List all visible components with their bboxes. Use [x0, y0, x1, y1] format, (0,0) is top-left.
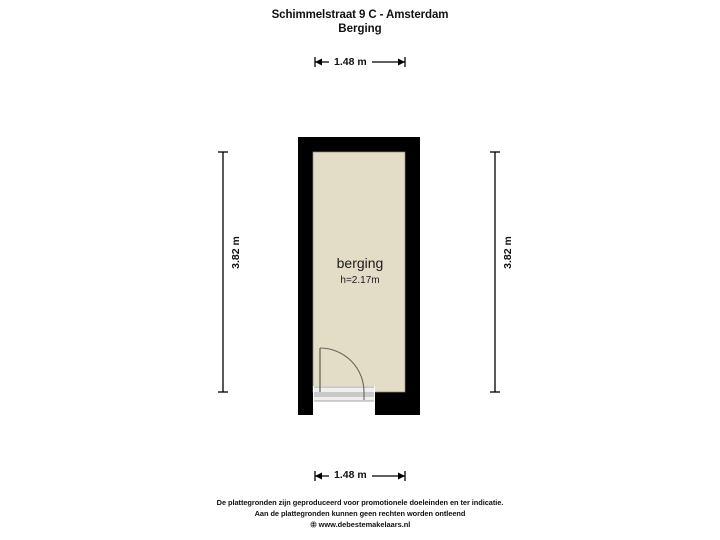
dimension-arrow-top-right	[398, 58, 405, 66]
dimension-arrow-top-left	[315, 58, 322, 66]
door-threshold-band-upper	[314, 387, 374, 392]
room-berging-floor	[312, 151, 406, 393]
door-threshold-band-mid	[314, 392, 374, 397]
dimension-label-left: 3.82 m	[228, 230, 244, 275]
dimension-arrow-bottom-left	[315, 472, 322, 480]
footer-disclaimer: De plattegronden zijn geproduceerd voor …	[0, 497, 720, 530]
dimension-label-bottom: 1.48 m	[329, 468, 372, 483]
room-name: berging	[336, 255, 384, 271]
door-swing-arc	[319, 347, 365, 393]
footer-line-2: Aan de plattegronden kunnen geen rechten…	[254, 509, 466, 518]
footer-url-row: www.debestemakelaars.nl	[0, 519, 720, 530]
footer-line-1: De plattegronden zijn geproduceerd voor …	[216, 498, 504, 507]
room-height: h=2.17m	[340, 275, 380, 286]
title-address: Schimmelstraat 9 C - Amsterdam	[271, 9, 449, 21]
footer-url: www.debestemakelaars.nl	[318, 520, 411, 529]
title-floor: Berging	[338, 23, 382, 35]
door-threshold-band-lower	[314, 397, 374, 401]
dimension-label-top: 1.48 m	[329, 55, 372, 70]
room-label-berging: berging h=2.17m	[300, 255, 420, 288]
page-title: Schimmelstraat 9 C - Amsterdam Berging	[0, 8, 720, 36]
dimension-label-right: 3.82 m	[500, 230, 516, 275]
globe-icon	[310, 521, 317, 528]
dimension-arrow-bottom-right	[398, 472, 405, 480]
